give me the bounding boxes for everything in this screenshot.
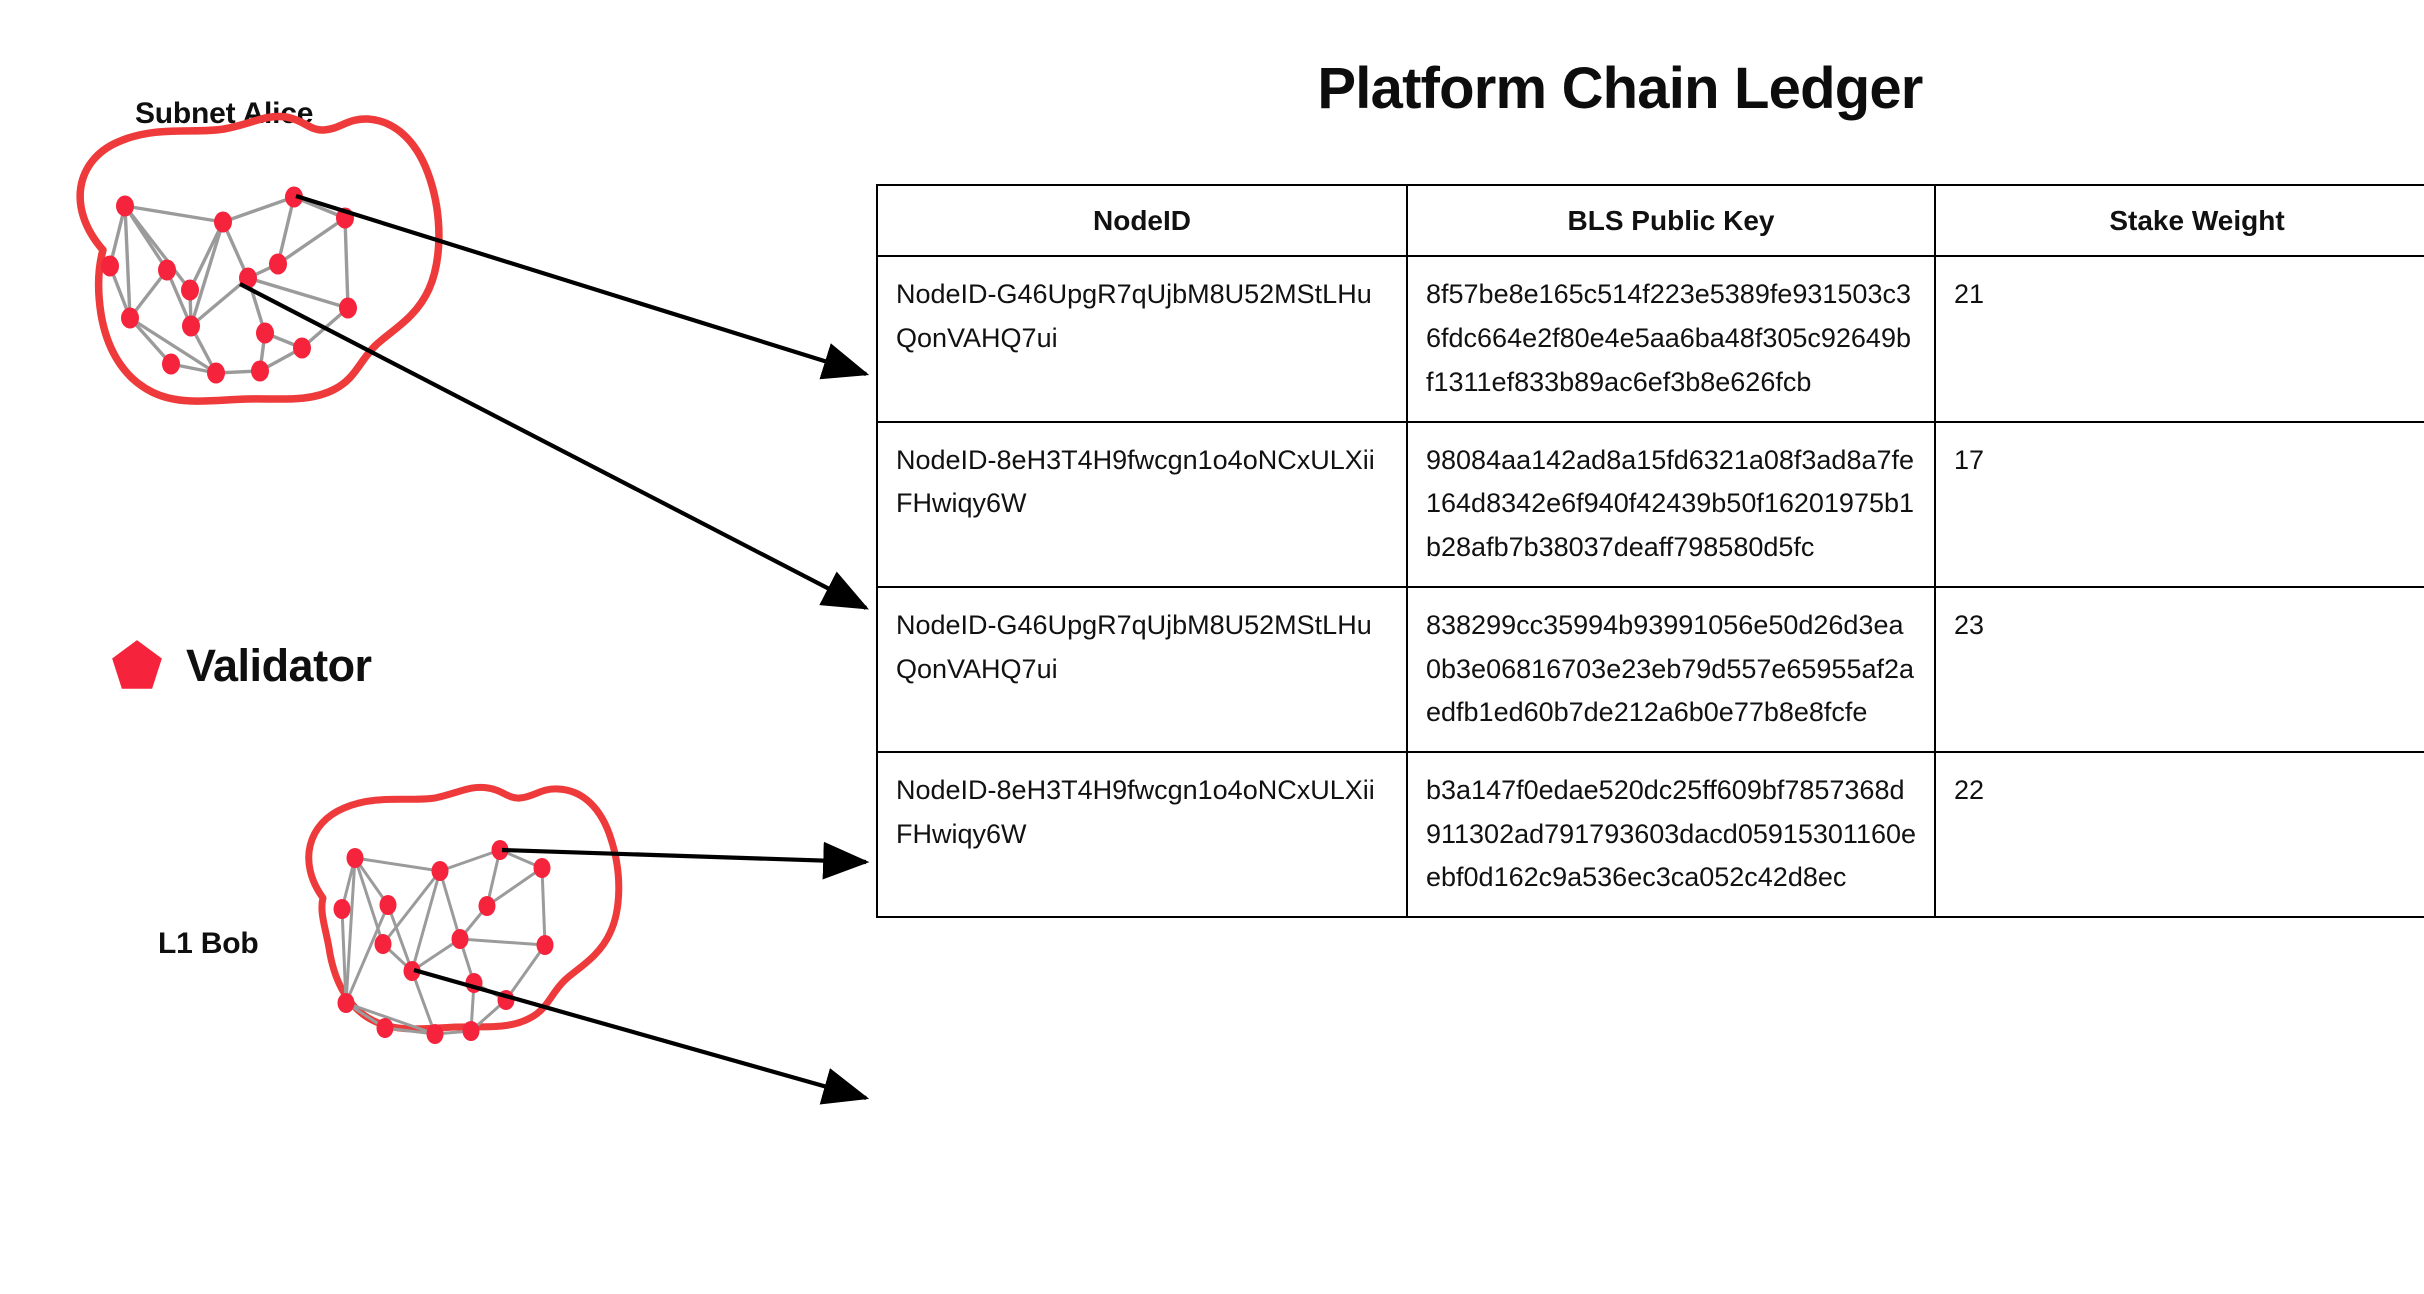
cell-bls-public-key: 838299cc35994b93991056e50d26d3ea0b3e0681… [1406, 585, 1936, 753]
legend-validator: Validator [110, 638, 372, 692]
legend-validator-label: Validator [186, 639, 372, 691]
cell-stake-weight: 22 [1934, 750, 2424, 919]
column-header-stake-weight: Stake Weight [1934, 183, 2424, 258]
platform-chain-ledger-table: NodeID BLS Public Key Stake Weight NodeI… [876, 183, 2424, 919]
table-row: NodeID-8eH3T4H9fwcgn1o4oNCxULXiiFHwiqy6W… [876, 750, 2424, 919]
column-header-nodeid: NodeID [876, 183, 1408, 258]
cell-nodeid: NodeID-8eH3T4H9fwcgn1o4oNCxULXiiFHwiqy6W [876, 750, 1408, 919]
column-header-bls-public-key: BLS Public Key [1406, 183, 1936, 258]
table-row: NodeID-G46UpgR7qUjbM8U52MStLHuQonVAHQ7ui… [876, 585, 2424, 753]
table-header-row: NodeID BLS Public Key Stake Weight [876, 183, 2424, 258]
network-diagram-panel: Subnet Alice L1 Bob Validator [0, 0, 900, 1294]
pentagon-icon [112, 640, 162, 689]
cell-stake-weight: 17 [1934, 420, 2424, 588]
cluster-label-subnet-alice: Subnet Alice [135, 97, 314, 130]
table-row: NodeID-8eH3T4H9fwcgn1o4oNCxULXiiFHwiqy6W… [876, 420, 2424, 588]
cell-nodeid: NodeID-G46UpgR7qUjbM8U52MStLHuQonVAHQ7ui [876, 255, 1408, 423]
table-row: NodeID-G46UpgR7qUjbM8U52MStLHuQonVAHQ7ui… [876, 255, 2424, 423]
cell-stake-weight: 21 [1934, 255, 2424, 423]
page-title: Platform Chain Ledger [1317, 56, 1923, 121]
cell-bls-public-key: b3a147f0edae520dc25ff609bf7857368d911302… [1406, 750, 1936, 919]
cell-nodeid: NodeID-G46UpgR7qUjbM8U52MStLHuQonVAHQ7ui [876, 585, 1408, 753]
cluster-label-l1-bob: L1 Bob [158, 927, 259, 960]
cell-stake-weight: 23 [1934, 585, 2424, 753]
cell-nodeid: NodeID-8eH3T4H9fwcgn1o4oNCxULXiiFHwiqy6W [876, 420, 1408, 588]
cell-bls-public-key: 8f57be8e165c514f223e5389fe931503c36fdc66… [1406, 255, 1936, 423]
cell-bls-public-key: 98084aa142ad8a15fd6321a08f3ad8a7fe164d83… [1406, 420, 1936, 588]
